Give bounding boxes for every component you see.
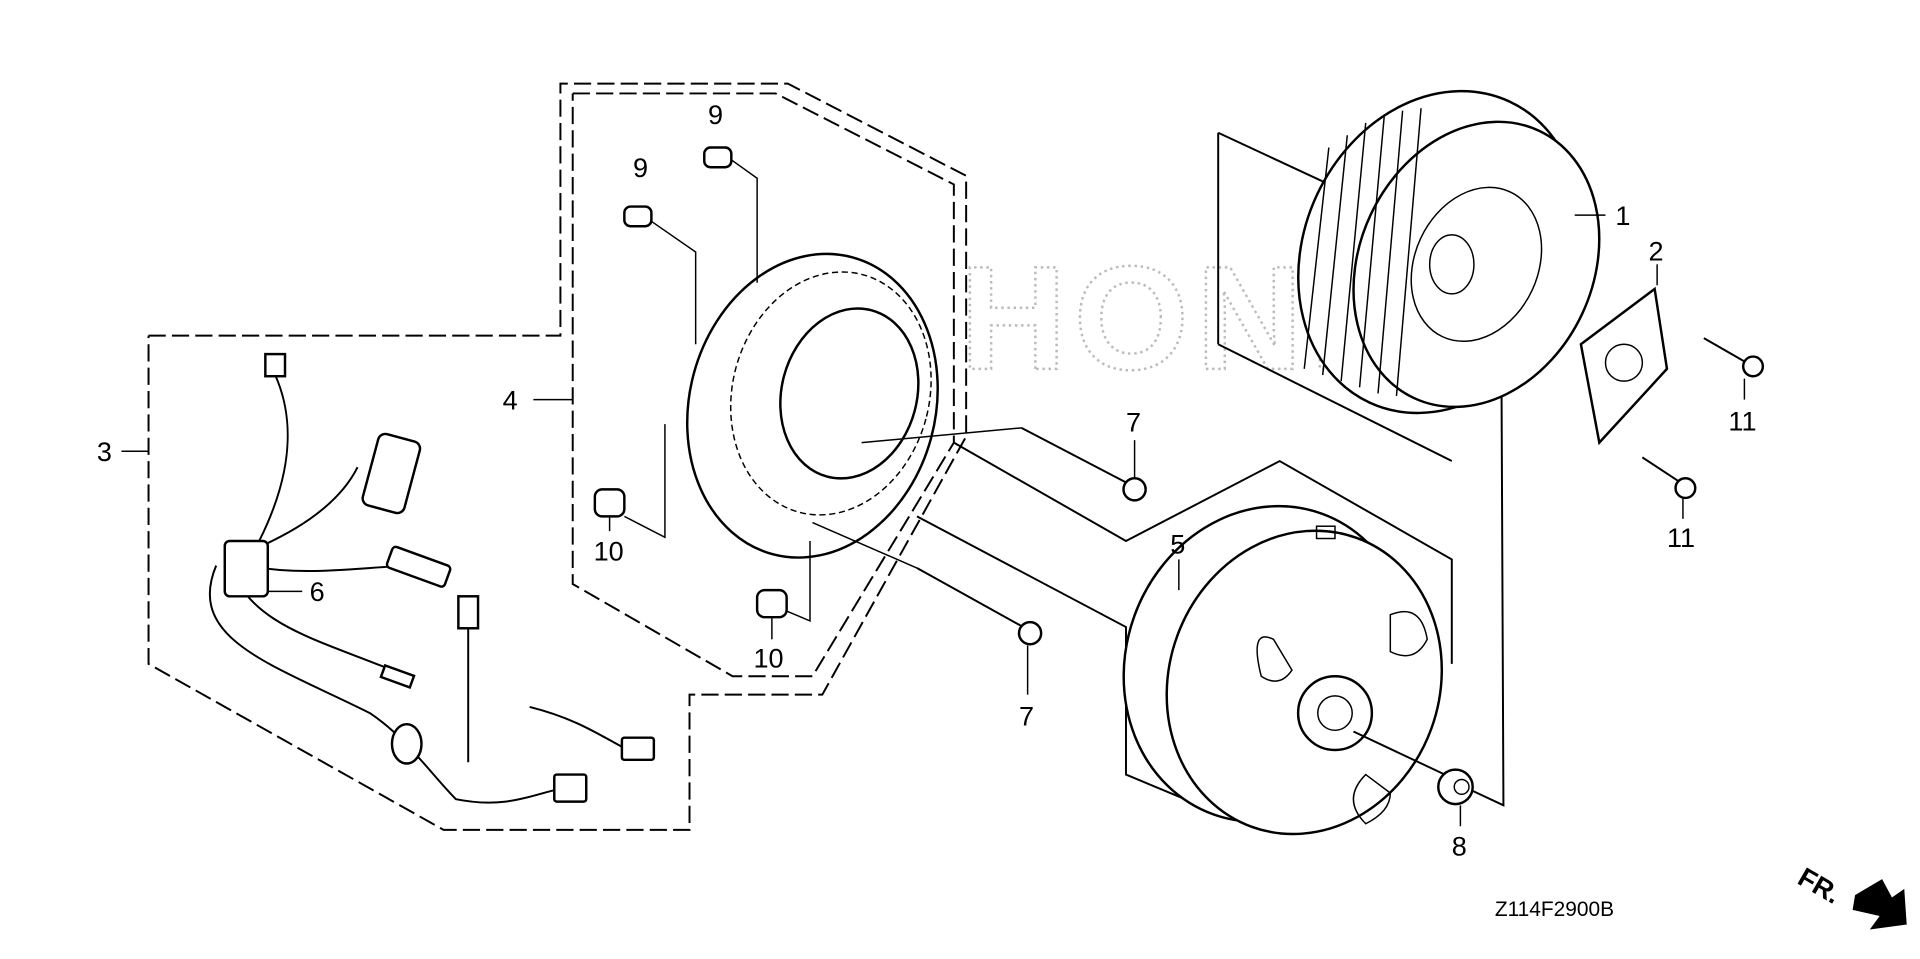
flange-nut-part: [1353, 730, 1474, 806]
stud-bolt-7a-part: [1021, 426, 1147, 502]
rotor-box-top: [953, 441, 1453, 664]
callout-9a: 9: [708, 100, 723, 130]
callout-5: 5: [1170, 529, 1185, 559]
callout-11b: 11: [1667, 523, 1695, 553]
group-4-boundary: [571, 92, 955, 678]
rotor-part: [1122, 504, 1444, 836]
bolt-11b-part: [1641, 456, 1697, 500]
callout-10a: 10: [594, 537, 624, 567]
leader-stud-a: [861, 427, 1022, 444]
leader-stud-b: [812, 521, 918, 569]
callout-8: 8: [1452, 832, 1467, 862]
wire-harness-part: [209, 352, 656, 804]
collar-10b-part: [755, 588, 788, 619]
callout-4: 4: [503, 385, 518, 415]
stator-part: [685, 252, 939, 559]
collar-9b-part: [623, 205, 653, 228]
front-direction-indicator: FR.: [1793, 862, 1907, 930]
cooling-fan-part: [1297, 89, 1601, 415]
callout-10b: 10: [753, 644, 783, 674]
leader-10a: [624, 424, 666, 539]
front-label: FR.: [1793, 862, 1846, 910]
callout-leaders: [121, 214, 1746, 827]
leader-9a: [730, 159, 758, 283]
callout-2: 2: [1649, 237, 1664, 267]
callout-9b: 9: [633, 153, 648, 183]
leader-10b: [786, 540, 811, 623]
callout-7b: 7: [1019, 701, 1034, 731]
callout-11a: 11: [1728, 406, 1756, 436]
stud-bolt-7b-part: [916, 567, 1043, 646]
collar-10a-part: [593, 488, 626, 518]
callout-7a: 7: [1126, 408, 1141, 438]
group-3-boundary: [147, 82, 968, 831]
callout-3: 3: [97, 437, 112, 467]
front-arrow-icon: [1852, 879, 1907, 930]
fan-box-bottom: [1217, 343, 1453, 462]
collar-9a-part: [703, 146, 733, 169]
callout-1: 1: [1615, 201, 1630, 231]
hub-plate-part: [1579, 286, 1669, 446]
leader-9b: [650, 220, 697, 345]
drawing-code: Z114F2900B: [1495, 898, 1614, 921]
callout-6: 6: [310, 577, 325, 607]
bolt-11a-part: [1703, 337, 1765, 378]
